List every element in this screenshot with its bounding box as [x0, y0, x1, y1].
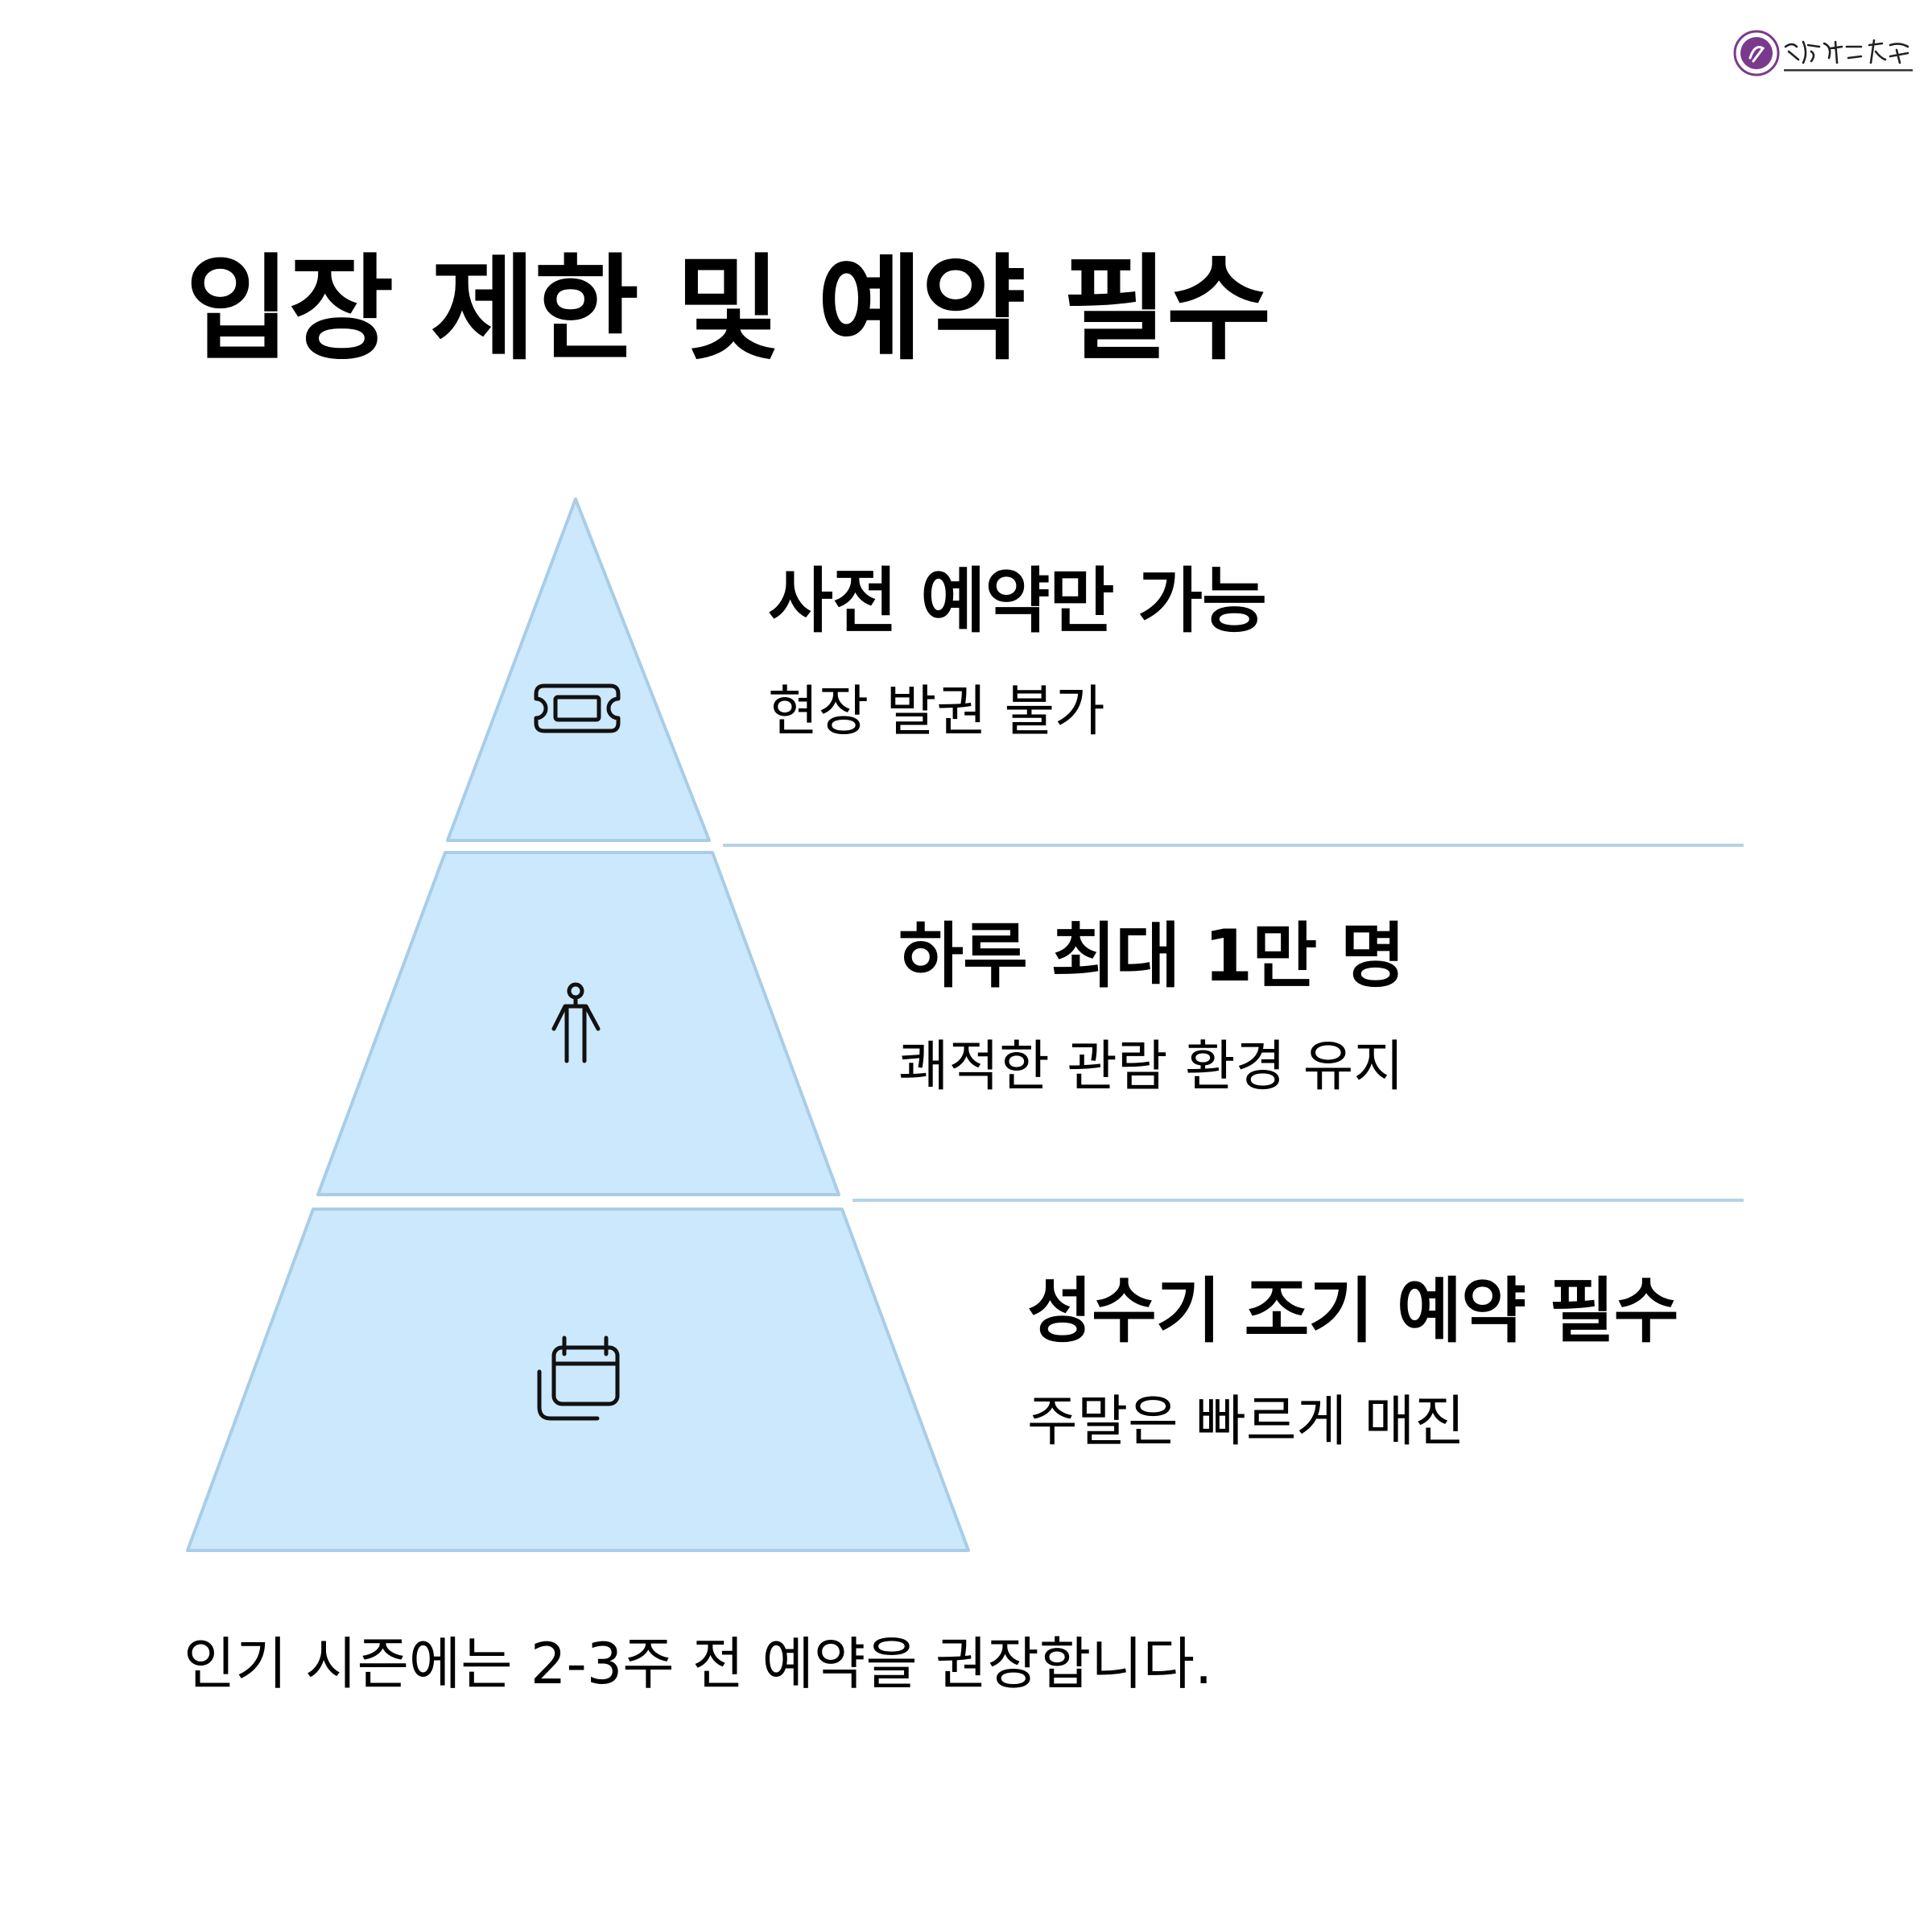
tier-text-middle: 하루 최대 1만 명 쾌적한 관람 환경 유지: [898, 914, 1406, 1100]
tier-description: 쾌적한 관람 환경 유지: [898, 1034, 1404, 1099]
pyramid-tier-top: [446, 497, 711, 842]
pyramid-tier-middle: [316, 851, 840, 1196]
tier-text-top: 사전 예약만 가능 현장 발권 불가: [768, 559, 1267, 745]
calendar-icon: [537, 1335, 620, 1421]
ticket-icon: [534, 683, 621, 733]
page-title: 입장 제한 및 예약 필수: [185, 243, 1272, 376]
tier-text-bottom: 성수기 조기 예약 필수 주말은 빠르게 매진: [1027, 1269, 1679, 1455]
person-icon: [551, 982, 601, 1063]
footnote: 인기 시즌에는 2-3주 전 예약을 권장합니다.: [184, 1631, 1213, 1697]
tier-heading: 하루 최대 1만 명: [898, 914, 1406, 997]
university-logo: [1733, 30, 1913, 76]
pyramid-tier-bottom: [186, 1208, 970, 1552]
tier-heading: 성수기 조기 예약 필수: [1027, 1269, 1679, 1352]
tier-heading: 사전 예약만 가능: [768, 559, 1267, 642]
tier-description: 주말은 빠르게 매진: [1027, 1389, 1465, 1454]
tier-description: 현장 발권 불가: [768, 679, 1105, 744]
